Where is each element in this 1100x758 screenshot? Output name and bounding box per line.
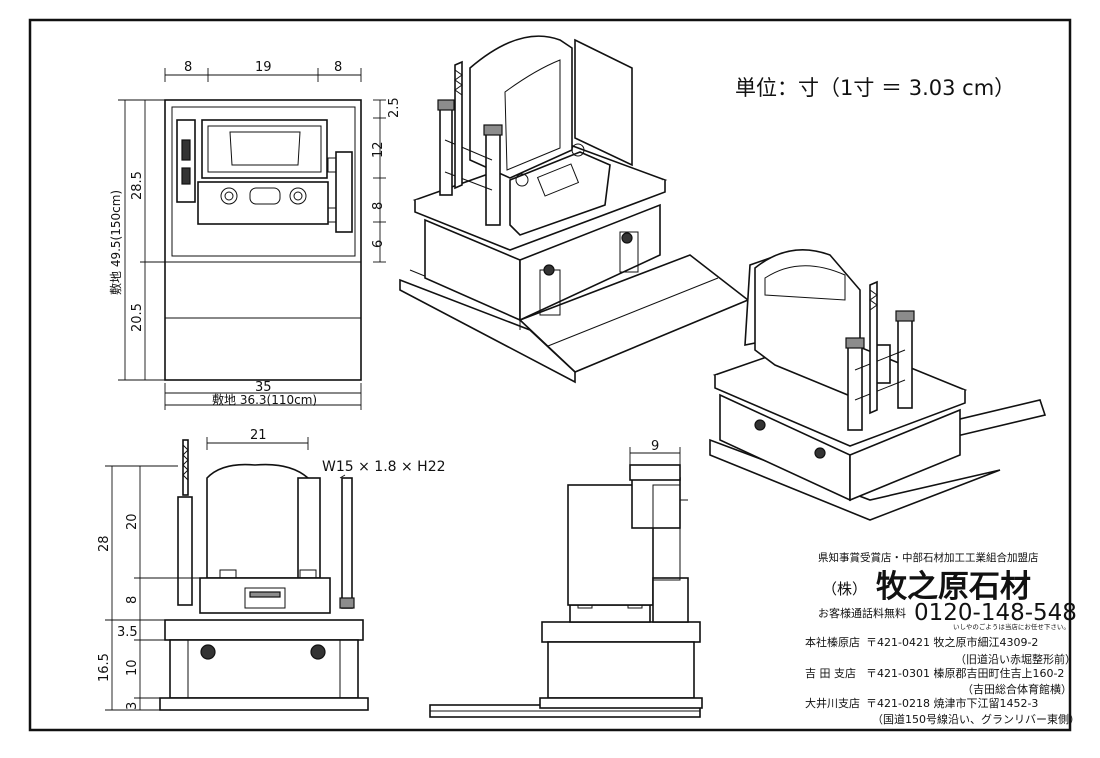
front-base-total: 16.5: [97, 653, 112, 682]
front-elevation: 21 W15 × 1.8 × H22 28 20 8 3.5 16.5 10 3: [97, 428, 446, 711]
plan-right-top: 2.5: [387, 97, 402, 118]
plan-site-height: 敷地 49.5(150cm): [108, 190, 123, 295]
phone-note: いしやのごようは当店にお任せ下さい。: [953, 622, 1070, 631]
company-prefix: （株）: [822, 580, 867, 598]
sheet-border: [28, 18, 1072, 732]
plan-width: 35: [255, 380, 272, 395]
branch-2-address: 〒421-0301 榛原郡吉田町住吉上160-2: [866, 666, 1064, 680]
front-base3: 3: [125, 702, 140, 710]
plan-right-12: 12: [371, 141, 386, 158]
branch-3-note: （国道150号線沿い、グランリバー東側）: [872, 712, 1080, 726]
plan-right-6: 6: [371, 240, 386, 248]
branch-2-name: 吉 田 支店: [805, 666, 856, 680]
plan-upper: 28.5: [130, 171, 145, 200]
branch-3-address: 〒421-0218 焼津市下江留1452-3: [866, 696, 1038, 710]
isometric-view-front: [399, 35, 750, 384]
plan-lower: 20.5: [130, 303, 145, 332]
side-depth: 9: [651, 439, 659, 454]
branch-2-note: （吉田総合体育館横）: [962, 682, 1072, 696]
plan-site-width: 敷地 36.3(110cm): [212, 392, 317, 407]
front-stone-size: W15 × 1.8 × H22: [322, 459, 446, 475]
branch-1-note: （旧道沿い赤堀整形前）: [955, 652, 1076, 666]
company-name: 牧之原石材: [876, 569, 1031, 605]
front-base1: 3.5: [117, 625, 138, 640]
plan-top-mid: 19: [255, 60, 272, 75]
plan-top-right: 8: [334, 60, 342, 75]
company-phone: 0120-148-548: [914, 600, 1077, 626]
freedial-label: お客様通話料無料: [818, 606, 906, 620]
company-info: 県知事賞受賞店・中部石材加工工業組合加盟店 （株） 牧之原石材 お客様通話料無料…: [805, 551, 1080, 726]
plan-top-left: 8: [184, 60, 192, 75]
side-elevation: 9: [429, 439, 703, 718]
units-label: 単位：寸（1寸 ＝ 3.03 cm）: [735, 76, 1015, 100]
front-mid: 8: [125, 596, 140, 604]
front-width: 21: [250, 428, 267, 443]
plan-view: 8 19 8 敷地 49.5(150cm) 28.5 20.5 2.5 12 8…: [108, 60, 402, 410]
branch-3-name: 大井川支店: [805, 696, 860, 710]
branch-1-address: 〒421-0421 牧之原市細江4309-2: [866, 635, 1038, 649]
branch-1-name: 本社榛原店: [805, 635, 860, 649]
front-total: 28: [97, 535, 112, 552]
isometric-view-back: [709, 249, 1047, 521]
company-award: 県知事賞受賞店・中部石材加工工業組合加盟店: [818, 551, 1039, 564]
plan-right-8: 8: [371, 202, 386, 210]
front-upper: 20: [125, 513, 140, 530]
front-base2: 10: [125, 659, 140, 676]
